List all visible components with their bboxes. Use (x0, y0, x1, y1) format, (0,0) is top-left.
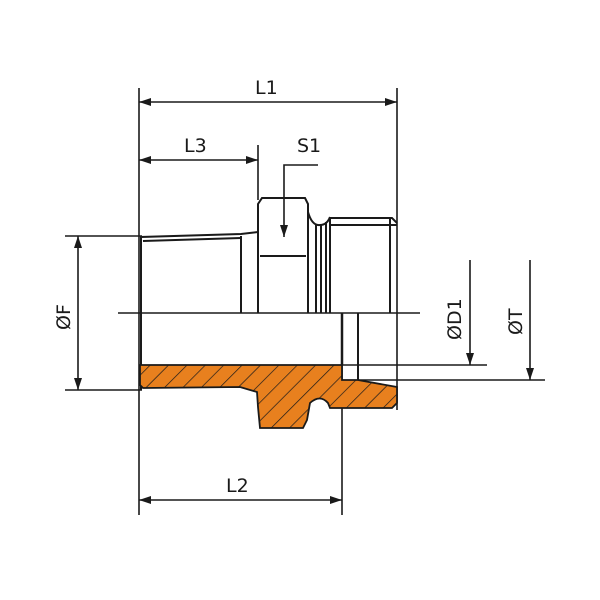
label-L1: L1 (255, 77, 278, 99)
label-L3: L3 (184, 135, 207, 157)
dim-S1 (280, 164, 318, 237)
label-F: ØF (53, 304, 75, 330)
label-T: ØT (505, 308, 527, 335)
dimension-arrows (74, 98, 534, 504)
label-S1: S1 (297, 135, 321, 157)
fitting-outline (140, 197, 398, 390)
section-hatch (139, 364, 398, 429)
label-L2: L2 (226, 475, 249, 497)
label-D1: ØD1 (444, 298, 466, 340)
